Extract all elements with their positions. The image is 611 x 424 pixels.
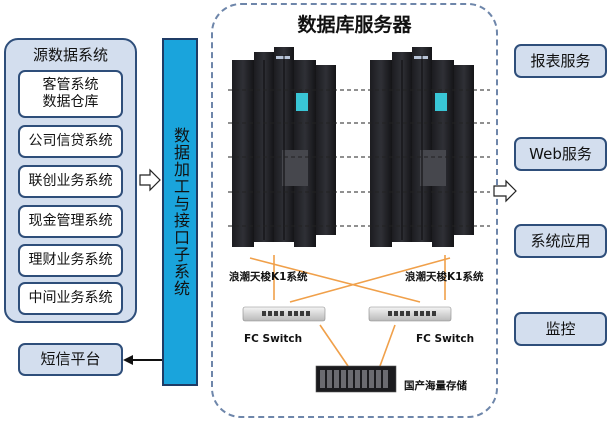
source-item-crm-warehouse[interactable]: 客管系统 数据仓库	[18, 70, 123, 118]
source-item-cash-management[interactable]: 现金管理系统	[18, 205, 123, 238]
service-report[interactable]: 报表服务	[514, 44, 607, 78]
service-web[interactable]: Web服务	[514, 137, 607, 171]
source-item-intermediary[interactable]: 中间业务系统	[18, 282, 123, 315]
fc-switch-label-right: FC Switch	[416, 333, 475, 345]
source-item-corporate-credit[interactable]: 公司信贷系统	[18, 125, 123, 158]
arrow-db-to-services	[493, 179, 517, 203]
fc-switch-right[interactable]	[368, 306, 452, 322]
storage-array[interactable]	[315, 365, 397, 393]
interface-subsystem-bar[interactable]: 数据加工与接口子系统	[162, 38, 198, 386]
db-server-title: 数据库服务器	[297, 14, 412, 36]
fc-switch-label-left: FC Switch	[244, 333, 303, 345]
interface-subsystem-label: 数据加工与接口子系统	[171, 127, 190, 297]
arrow-interface-to-sms	[123, 355, 162, 365]
fiber-cables	[249, 255, 451, 367]
arrow-source-to-interface	[139, 168, 161, 192]
source-item-wealth-management[interactable]: 理财业务系统	[18, 244, 123, 277]
storage-label: 国产海量存储	[404, 380, 467, 392]
cluster-label-right: 浪潮天梭K1系统	[405, 271, 484, 283]
fc-switch-left[interactable]	[242, 306, 326, 322]
source-systems-title: 源数据系统	[32, 46, 108, 64]
cluster-label-left: 浪潮天梭K1系统	[229, 271, 308, 283]
service-system-app[interactable]: 系统应用	[514, 224, 607, 258]
server-rack-right[interactable]	[370, 47, 474, 247]
service-monitoring[interactable]: 监控	[514, 312, 607, 346]
rack-guide-lines	[228, 89, 490, 227]
server-rack-left[interactable]	[232, 47, 336, 247]
sms-platform-box[interactable]: 短信平台	[18, 343, 123, 376]
source-item-lianchuang[interactable]: 联创业务系统	[18, 165, 123, 198]
